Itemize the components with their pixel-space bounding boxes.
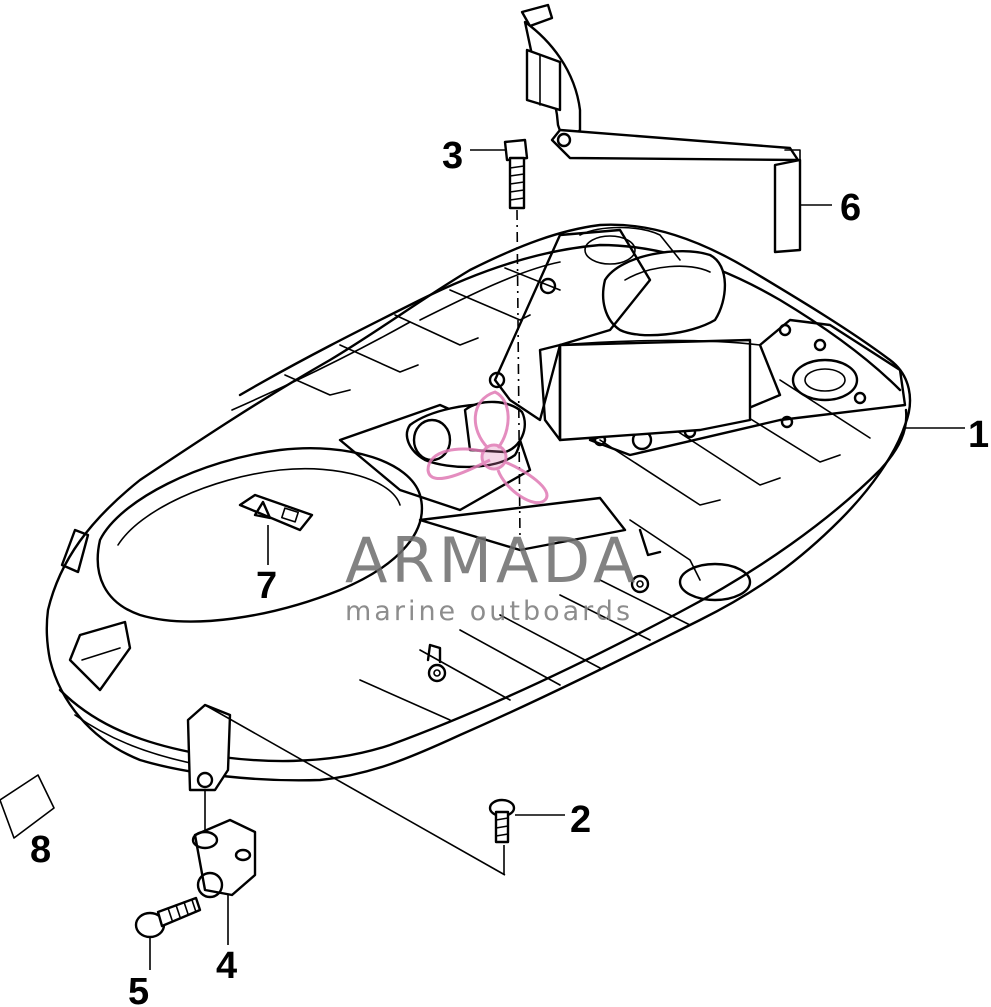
callout-8: 8 — [30, 829, 51, 871]
part-8-gasket-sheet — [0, 774, 55, 839]
watermark-subtitle: marine outboards — [345, 596, 633, 627]
callout-1: 1 — [968, 414, 989, 456]
part-4-mount-bracket — [186, 703, 506, 945]
callout-6: 6 — [840, 187, 861, 229]
callout-7: 7 — [256, 565, 277, 607]
callout-2: 2 — [570, 799, 591, 841]
part-3-bolt — [470, 138, 529, 541]
callout-4: 4 — [216, 945, 237, 987]
watermark: ARMADA marine outboards — [345, 390, 639, 627]
watermark-title: ARMADA — [345, 524, 639, 597]
callout-3: 3 — [442, 135, 463, 177]
part-5-screw — [134, 896, 202, 970]
part-1-cover — [45, 223, 912, 782]
part-6-bracket-arm — [520, 3, 832, 254]
part-7-warning-label — [238, 493, 314, 565]
part-2-bolt — [488, 798, 565, 875]
propeller-logo-icon — [426, 390, 549, 505]
callout-5: 5 — [128, 971, 149, 1007]
